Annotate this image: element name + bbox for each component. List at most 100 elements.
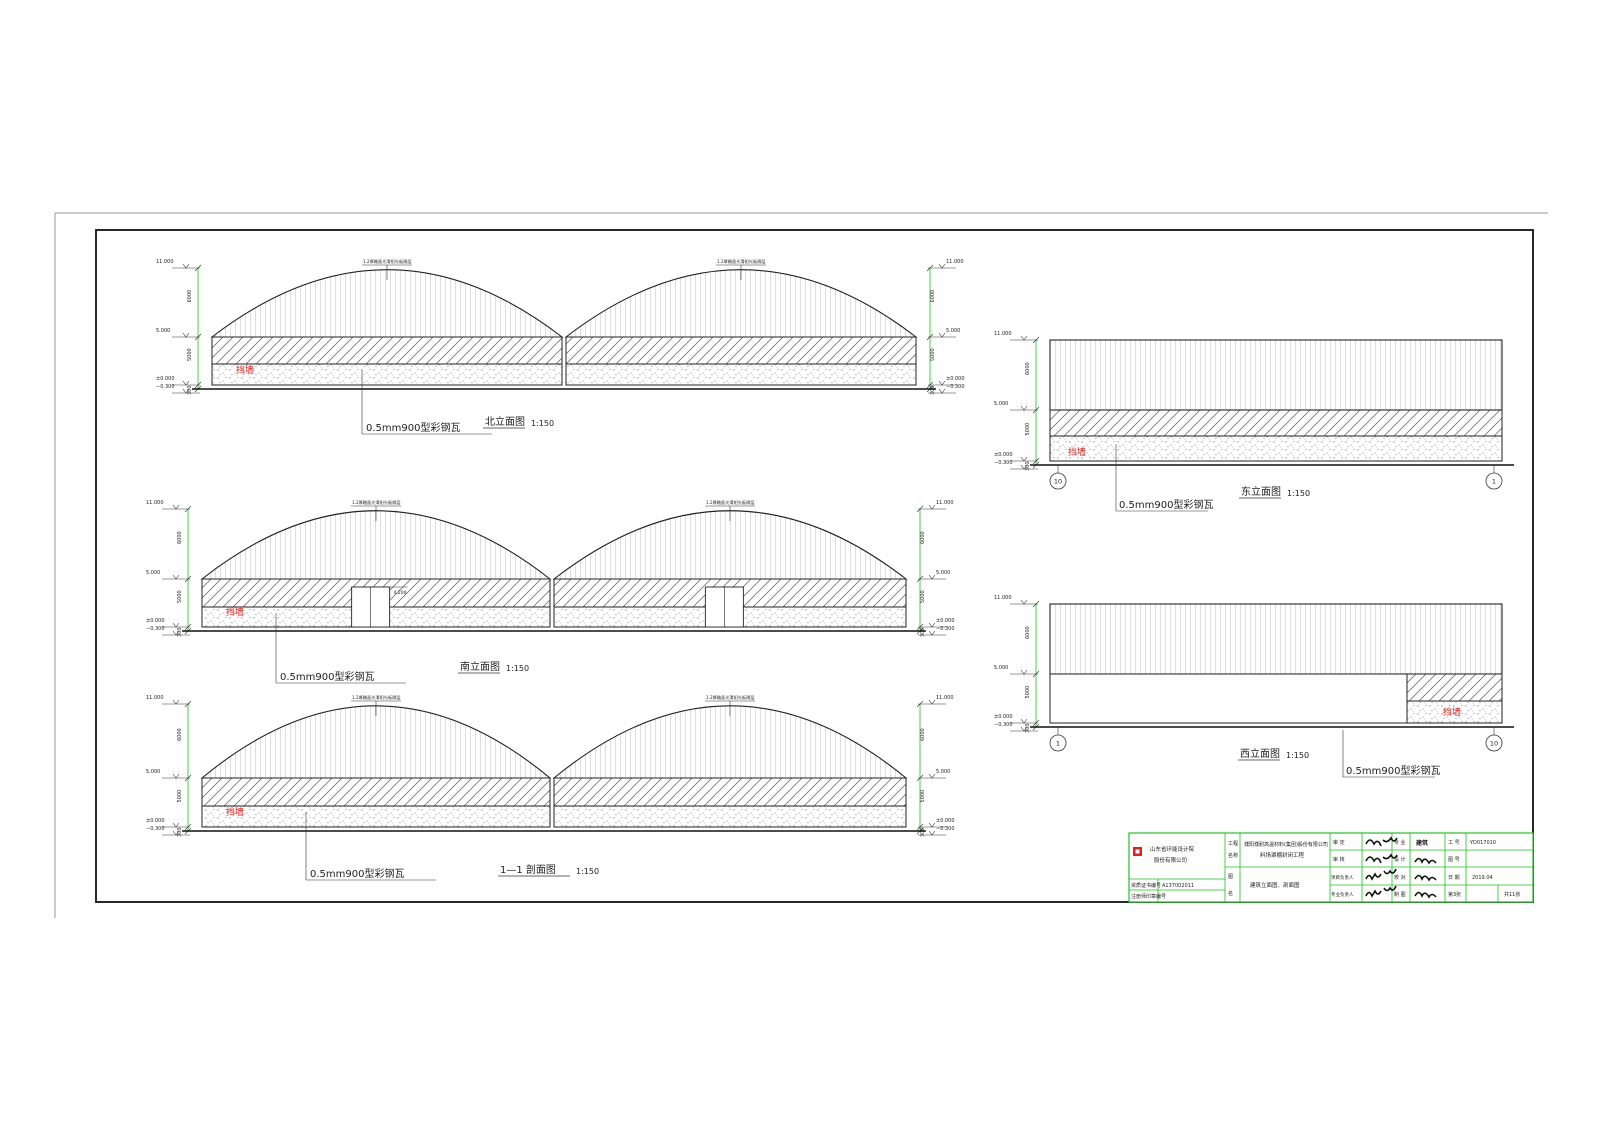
level-label: 11.000 xyxy=(156,259,174,265)
drawing-name: 建筑立面图、剖面图 xyxy=(1250,881,1300,889)
retaining-wall xyxy=(211,363,563,386)
retaining-wall xyxy=(1049,435,1503,462)
level-label: 11.000 xyxy=(146,695,164,701)
dim-6000: 6000 xyxy=(920,531,926,544)
vault-roof xyxy=(552,705,908,779)
project-name: 料场罩棚封闭工程 xyxy=(1260,851,1305,859)
roof-side-panel xyxy=(1049,339,1503,411)
retaining-wall xyxy=(201,805,551,828)
role-discipline: 专 业 xyxy=(1394,839,1406,846)
view-title: 1—1 剖面图 xyxy=(500,863,556,876)
view-title: 北立面图 xyxy=(485,415,525,428)
level-label: 5.000 xyxy=(994,401,1008,407)
dim-6000: 6000 xyxy=(177,531,183,544)
level-label: 11.000 xyxy=(994,331,1012,337)
steel-tile-label: 0.5mm900型彩钢瓦 xyxy=(366,421,460,434)
dim-300: 300 xyxy=(177,627,183,637)
retaining-wall-tag: 挡墙 xyxy=(226,806,244,818)
steel-wall-panel xyxy=(1406,673,1503,702)
steel-tile-label: 0.5mm900型彩钢瓦 xyxy=(310,867,404,880)
drawing-number-label: 图 号 xyxy=(1448,857,1460,863)
retaining-wall-tag: 挡墙 xyxy=(1068,446,1086,458)
dim-6000: 6000 xyxy=(930,290,936,303)
level-label: 5.000 xyxy=(936,570,950,576)
dim-6000: 6000 xyxy=(920,728,926,741)
view-scale: 1:150 xyxy=(531,419,554,428)
steel-wall-panel xyxy=(211,336,563,365)
role-approve: 审 定 xyxy=(1333,839,1345,846)
retaining-wall-tag: 挡墙 xyxy=(1443,706,1461,718)
vault-roof xyxy=(564,269,918,338)
view-title: 东立面图 xyxy=(1241,485,1281,498)
reg-label: 注册师印章编号 xyxy=(1131,893,1166,900)
steel-tile-label: 0.5mm900型彩钢瓦 xyxy=(1119,498,1213,511)
date-value: 2019.04 xyxy=(1472,875,1493,881)
roof-note: 1.2厚釉面光滑阳光板隔层 xyxy=(352,499,401,506)
steel-wall-panel xyxy=(565,336,917,365)
retaining-wall-tag: 挡墙 xyxy=(226,606,244,618)
date-label: 日 期 xyxy=(1448,875,1460,881)
job-number-value: YD017010 xyxy=(1469,840,1496,846)
dim-300: 300 xyxy=(920,827,926,837)
dim-300: 300 xyxy=(930,385,936,395)
level-label: 5.000 xyxy=(146,570,160,576)
steel-tile-label: 0.5mm900型彩钢瓦 xyxy=(1346,764,1440,777)
dim-5000: 5000 xyxy=(1025,423,1031,436)
view-scale: 1:150 xyxy=(1287,489,1310,498)
company-name-line2: 股份有限公司 xyxy=(1154,856,1187,864)
level-label: ±0.000 xyxy=(994,452,1013,458)
level-label: ±0.000 xyxy=(146,818,165,824)
vault-roof xyxy=(200,510,552,580)
dim-5000: 5000 xyxy=(1025,686,1031,699)
level-label: −0.300 xyxy=(936,626,955,632)
client-name: 濮阳濮耐高温材料(集团)股份有限公司 xyxy=(1244,841,1328,848)
role-check: 校 对 xyxy=(1394,874,1406,881)
vault-roof xyxy=(210,269,564,338)
view-scale: 1:150 xyxy=(506,664,529,673)
level-label: 11.000 xyxy=(146,500,164,506)
level-label: ±0.000 xyxy=(994,714,1013,720)
axis-bubble-right-label: 10 xyxy=(1490,740,1498,748)
level-label: 11.000 xyxy=(936,500,954,506)
axis-bubble-right xyxy=(1485,734,1503,752)
cert-label: 资质证书编号 xyxy=(1131,882,1161,889)
view-scale: 1:150 xyxy=(576,867,599,876)
level-label: 5.000 xyxy=(936,769,950,775)
role-project-lead: 项目负责人 xyxy=(1331,874,1354,881)
dim-300: 300 xyxy=(1025,723,1031,733)
drawing-frame xyxy=(95,229,1534,903)
retaining-wall xyxy=(565,363,917,386)
level-label: 11.000 xyxy=(994,595,1012,601)
axis-bubble-left-label: 1 xyxy=(1056,740,1060,748)
title-block: 山东省环能设计院 股份有限公司 资质证书编号 A137002011 注册师印章编… xyxy=(1128,832,1534,903)
roof-note: 1.2厚釉面光滑阳光板隔层 xyxy=(363,258,412,265)
retaining-wall-tag: 挡墙 xyxy=(236,364,254,376)
level-label: −0.300 xyxy=(146,626,165,632)
roof-note: 1.2厚釉面光滑阳光板隔层 xyxy=(706,694,755,701)
job-number-label: 工 号 xyxy=(1448,840,1460,846)
door-level: 4.200 xyxy=(394,590,407,596)
view-scale: 1:150 xyxy=(1286,751,1309,760)
level-label: 11.000 xyxy=(946,259,964,265)
level-label: 5.000 xyxy=(994,665,1008,671)
level-label: −0.300 xyxy=(156,384,175,390)
role-draft: 制 图 xyxy=(1394,891,1406,898)
dim-5000: 5000 xyxy=(177,590,183,603)
south-elevation: 6000 5000 300 11.000 5.000 ±0.000 −0.300 6000 50… xyxy=(146,499,955,684)
dim-6000: 6000 xyxy=(187,290,193,303)
level-label: −0.300 xyxy=(146,826,165,832)
sheet-number: 第3张 xyxy=(1448,891,1461,898)
discipline-value: 建筑 xyxy=(1416,839,1428,847)
axis-bubble-left xyxy=(1049,472,1067,490)
dim-6000: 6000 xyxy=(1025,362,1031,375)
dim-5000: 5000 xyxy=(920,790,926,803)
level-label: ±0.000 xyxy=(146,618,165,624)
north-elevation: 6000500030011.0005.000±0.000−0.300600050… xyxy=(156,258,965,435)
level-label: 5.000 xyxy=(156,328,170,334)
view-title: 西立面图 xyxy=(1240,747,1280,760)
signature-marks xyxy=(1365,836,1437,899)
dim-5000: 5000 xyxy=(920,590,926,603)
dim-300: 300 xyxy=(1025,461,1031,471)
